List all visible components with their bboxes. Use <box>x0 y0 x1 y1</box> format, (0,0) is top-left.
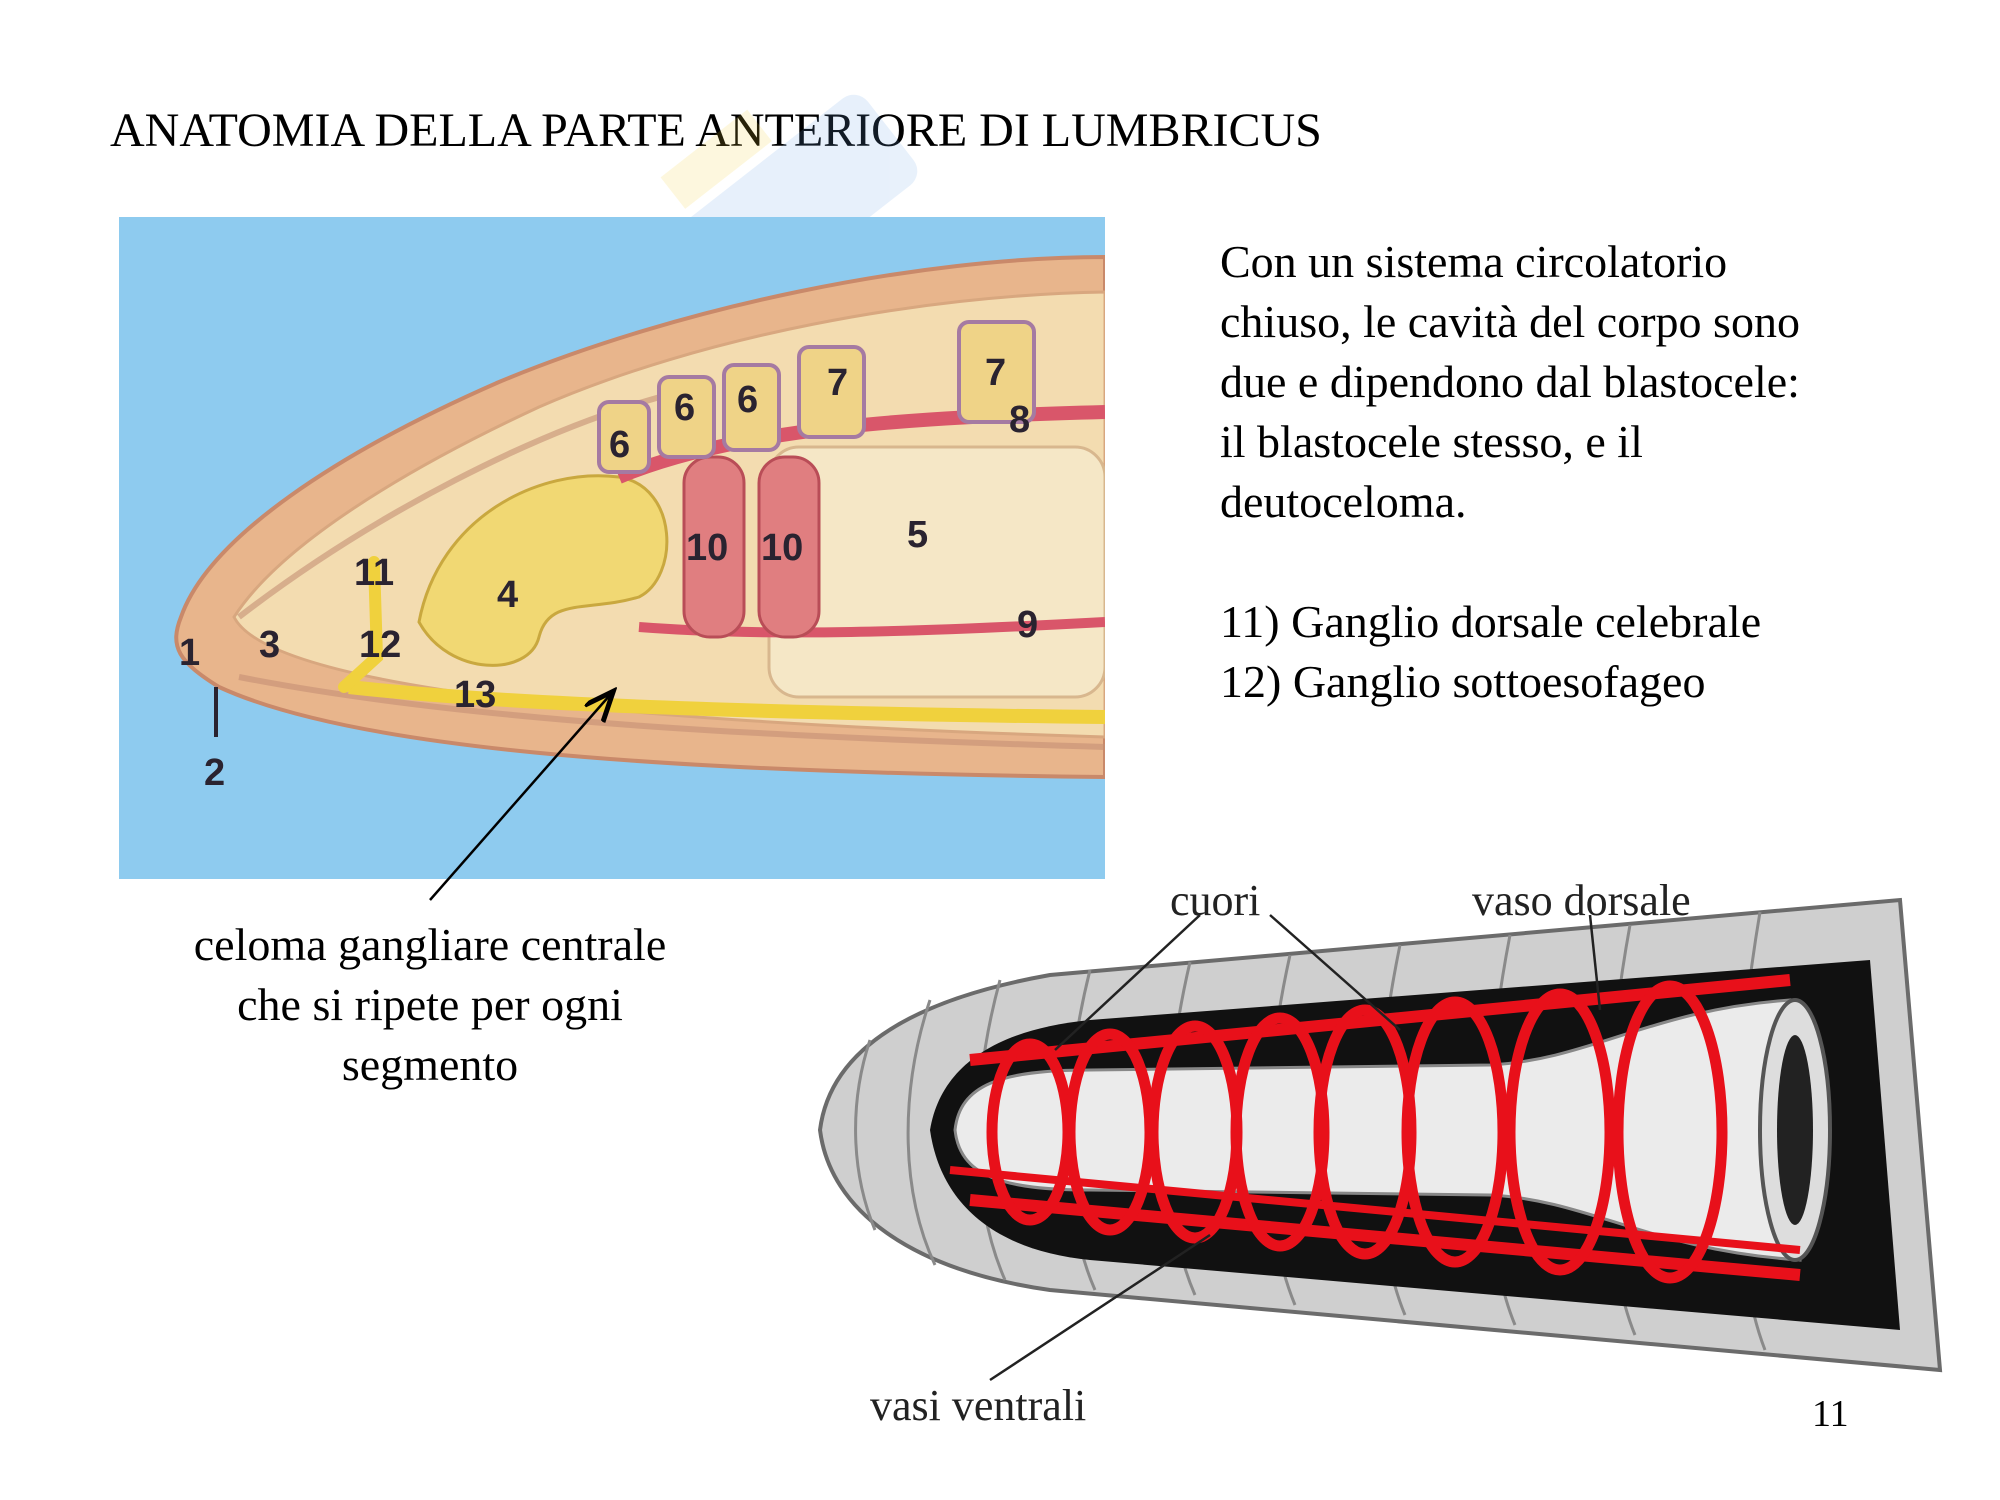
paragraph-line: due e dipendono dal blastocele: <box>1220 356 1800 407</box>
figure-label-7b: 7 <box>985 352 1006 394</box>
caption-line: segmento <box>341 1039 519 1090</box>
figure-label-3: 3 <box>259 624 280 666</box>
figure-caption: celoma gangliare centrale che si ripete … <box>120 915 740 1095</box>
figure-label-7a: 7 <box>827 362 848 404</box>
figure-label-10b: 10 <box>761 527 803 569</box>
circulatory-system-figure: cuori vaso dorsale vasi ventrali <box>790 870 1970 1430</box>
page-number: 11 <box>1812 1393 1849 1435</box>
label-ventral-vessels: vasi ventrali <box>870 1381 1086 1430</box>
paragraph-line: Con un sistema circolatorio <box>1220 236 1728 287</box>
label-hearts: cuori <box>1170 876 1260 925</box>
figure-label-6c: 6 <box>737 379 758 421</box>
figure-label-11: 11 <box>354 552 394 594</box>
figure-label-5: 5 <box>907 514 928 556</box>
figure-label-2: 2 <box>204 752 225 794</box>
legend-item-11: 11) Ganglio dorsale celebrale <box>1220 596 1762 647</box>
label-dorsal-vessel: vaso dorsale <box>1472 876 1691 925</box>
legend-item-12: 12) Ganglio sottoesofageo <box>1220 656 1706 707</box>
figure-label-10a: 10 <box>686 527 728 569</box>
figure-label-12: 12 <box>359 624 401 666</box>
lumbricus-anatomy-figure: 1 2 3 4 5 6 6 6 7 7 8 9 10 10 11 12 13 <box>119 217 1105 879</box>
figure-label-6a: 6 <box>609 424 630 466</box>
description-text: Con un sistema circolatorio chiuso, le c… <box>1220 232 1940 712</box>
figure-label-6b: 6 <box>674 387 695 429</box>
paragraph-line: deutoceloma. <box>1220 476 1467 527</box>
figure-label-4: 4 <box>497 574 518 616</box>
paragraph-line: chiuso, le cavità del corpo sono <box>1220 296 1800 347</box>
figure-label-8: 8 <box>1009 399 1030 441</box>
caption-line: celoma gangliare centrale <box>193 919 667 970</box>
figure-label-1: 1 <box>179 632 200 674</box>
figure-label-9: 9 <box>1017 604 1038 646</box>
paragraph-line: il blastocele stesso, e il <box>1220 416 1643 467</box>
caption-line: che si ripete per ogni <box>237 979 623 1030</box>
slide-title: ANATOMIA DELLA PARTE ANTERIORE DI LUMBRI… <box>110 104 1322 157</box>
figure-label-13: 13 <box>454 674 496 716</box>
